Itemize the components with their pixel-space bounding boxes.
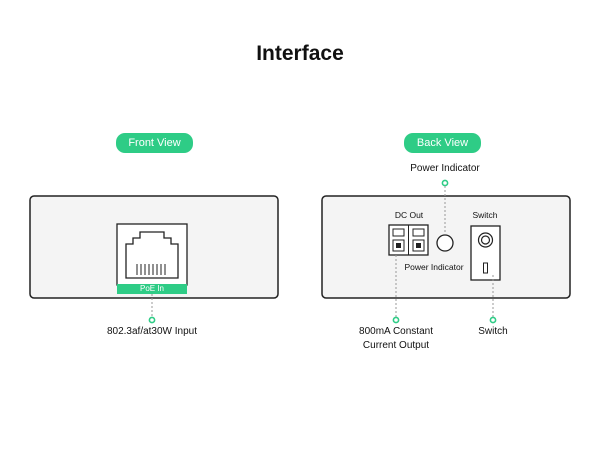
dc-callout-dot: [392, 316, 400, 324]
back-panel: [321, 179, 571, 324]
power-indicator-callout: Power Indicator: [410, 163, 480, 174]
power-indicator-label: Power Indicator: [404, 262, 464, 272]
front-panel: [29, 195, 279, 324]
page-title: Interface: [256, 42, 344, 65]
switch-callout-dot: [489, 316, 497, 324]
rj45-port-icon: [116, 223, 188, 294]
dc-callout-line2: Current Output: [362, 340, 430, 351]
dc-callout-line1: 800mA Constant: [359, 326, 433, 337]
front-view-badge: Front View: [116, 133, 193, 153]
front-callout-label: 802.3af/at30W Input: [106, 326, 198, 337]
power-callout-dot: [441, 179, 449, 187]
switch-icon: [470, 225, 501, 281]
back-view-badge: Back View: [404, 133, 481, 153]
power-led-icon: [436, 234, 454, 252]
dc-terminal-icon: [388, 224, 429, 256]
front-callout-dot: [148, 316, 156, 324]
switch-callout-label: Switch: [478, 326, 508, 337]
poe-in-label: PoE In: [139, 284, 164, 293]
dc-out-label: DC Out: [394, 210, 424, 220]
switch-panel-label: Switch: [472, 210, 498, 220]
